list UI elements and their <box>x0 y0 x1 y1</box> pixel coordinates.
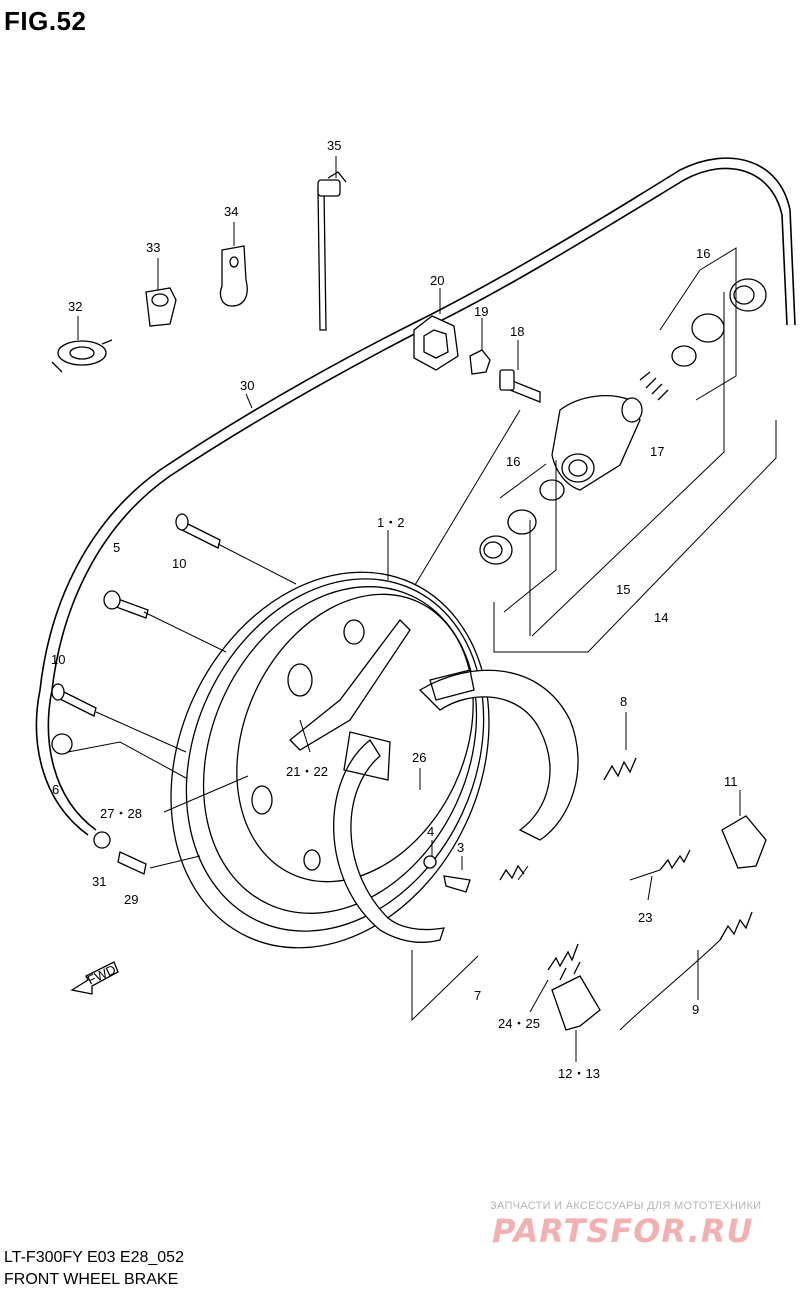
clamp-32-drawing <box>51 339 113 373</box>
clamp-33-drawing <box>145 287 177 327</box>
holder-12-13-drawing <box>551 961 601 1031</box>
part-label: 4 <box>427 824 434 839</box>
part-label: 20 <box>430 273 444 288</box>
part-label: 16 <box>696 246 710 261</box>
clamp-34-drawing <box>219 245 248 307</box>
part-label: 32 <box>68 299 82 314</box>
wheel-cylinder-drawing <box>551 395 643 491</box>
part-label: 11 <box>724 774 738 789</box>
part-label: 15 <box>616 582 630 597</box>
figure-name: FRONT WHEEL BRAKE <box>4 1271 179 1288</box>
cap-19-drawing <box>469 349 491 375</box>
part-label: 10 <box>172 556 186 571</box>
gasket-20-drawing <box>413 315 459 371</box>
cylinder-seals-lower-drawing <box>479 479 565 565</box>
part-label: 17 <box>650 444 664 459</box>
leader-lines <box>67 156 741 1062</box>
part-label: 30 <box>240 378 254 393</box>
part-label: 12・13 <box>558 1066 600 1081</box>
bracket-lines <box>387 247 777 653</box>
part-label: 21・22 <box>286 764 328 779</box>
part-label: 24・25 <box>498 1016 540 1031</box>
part-label: 3 <box>457 840 464 855</box>
fwd-arrow: FWD <box>70 961 119 995</box>
fwd-arrow-label: FWD <box>85 962 118 988</box>
part-label: 6 <box>52 782 59 797</box>
part-label: 35 <box>327 138 341 153</box>
figure-code: LT-F300FY E03 E28_052 <box>4 1249 184 1266</box>
part-label: 10 <box>51 652 65 667</box>
part-label: 16 <box>506 454 520 469</box>
brake-shoe-rear-drawing <box>418 669 579 841</box>
lever-21-22-drawing <box>289 619 411 751</box>
part-label: 23 <box>638 910 652 925</box>
part-label: 9 <box>692 1002 699 1017</box>
watermark-logo: PARTSFOR.RU <box>492 1212 754 1250</box>
brake-drum-drawing <box>170 571 490 949</box>
part-label: 27・28 <box>100 806 142 821</box>
brake-hose-drawing <box>35 157 796 836</box>
bolts-left-drawing <box>51 513 471 893</box>
part-label: 33 <box>146 240 160 255</box>
part-label: 8 <box>620 694 627 709</box>
part-label: 1・2 <box>377 515 404 530</box>
part-label: 18 <box>510 324 524 339</box>
figure-title: FIG.52 <box>4 6 87 36</box>
clip-11-drawing <box>721 815 767 869</box>
part-label: 14 <box>654 610 668 625</box>
watermark-text: ЗАПЧАСТИ И АКСЕССУАРЫ ДЛЯ МОТОТЕХНИКИ <box>490 1200 762 1212</box>
part-label: 7 <box>474 988 481 1003</box>
bleeder-18-drawing <box>499 369 541 403</box>
part-label: 19 <box>474 304 488 319</box>
part-label: 34 <box>224 204 238 219</box>
part-label: 29 <box>124 892 138 907</box>
part-label: 31 <box>92 874 106 889</box>
part-label: 26 <box>412 750 426 765</box>
brake-shoe-front-drawing <box>333 731 445 943</box>
part-label: 5 <box>113 540 120 555</box>
clip-35-drawing <box>317 171 347 331</box>
cylinder-seals-upper-drawing <box>639 278 767 401</box>
springs-drawing <box>499 757 753 1031</box>
